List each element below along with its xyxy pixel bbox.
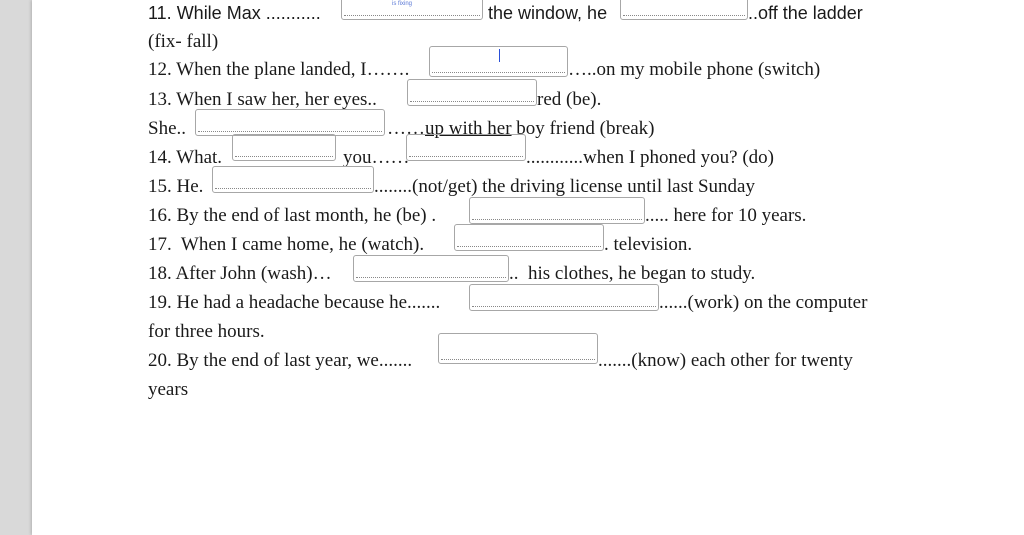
q13b-text-b: ……up with her boy friend (break): [387, 118, 655, 139]
q11-text-a: 11. While Max ...........: [148, 3, 321, 23]
q15-text-b: ........(not/get) the driving license un…: [374, 176, 755, 197]
q14-answer-box-2[interactable]: [406, 134, 526, 161]
q20-text-c: years: [148, 379, 189, 400]
q19-text-c: for three hours.: [148, 321, 265, 342]
question-16-line: 16. By the end of last month, he (be) .: [148, 205, 437, 226]
q20-text-b: .......(know) each other for twenty: [598, 350, 853, 371]
q14-text-b: you……: [343, 147, 410, 168]
question-19-line: 19. He had a headache because he.......: [148, 292, 441, 313]
question-18-line: 18. After John (wash)…: [148, 263, 332, 284]
q20-answer-box[interactable]: [438, 333, 598, 364]
q16-answer-box[interactable]: [469, 197, 645, 224]
q13b-answer-box[interactable]: [195, 109, 385, 136]
question-15-line: 15. He.: [148, 176, 204, 197]
worksheet-page: 11. While Max ........... is fixing the …: [32, 0, 1024, 535]
q11-answer-box-2[interactable]: [620, 0, 748, 20]
question-17-line: 17. When I came home, he (watch).: [148, 234, 425, 255]
q17-text-b: . television.: [604, 234, 693, 255]
question-20-line: 20. By the end of last year, we.......: [148, 350, 413, 371]
q16-text-b: ..... here for 10 years.: [645, 205, 807, 226]
question-13b-line: She..: [148, 118, 186, 139]
q11-text-b: the window, he: [488, 3, 608, 23]
q18-text-b: .. his clothes, he began to study.: [509, 263, 756, 284]
text-cursor-icon: [499, 49, 500, 62]
q19-answer-box[interactable]: [469, 284, 659, 311]
q14-answer-box-1[interactable]: [232, 134, 336, 161]
q14-text-c: ............when I phoned you? (do): [526, 147, 775, 168]
q11-text-d: (fix- fall): [148, 31, 219, 52]
q17-answer-box[interactable]: [454, 224, 604, 251]
question-13-line: 13. When I saw her, her eyes..: [148, 89, 377, 110]
q11-text-c: ..off the ladder: [748, 3, 863, 23]
question-12-line: 12. When the plane landed, I…….: [148, 59, 410, 80]
q18-answer-box[interactable]: [353, 255, 509, 282]
q13-text-b: red (be).: [537, 89, 602, 110]
q12-answer-box[interactable]: [429, 46, 568, 77]
q15-answer-box[interactable]: [212, 166, 374, 193]
q11-answer-box-1[interactable]: [341, 0, 483, 20]
q13-answer-box[interactable]: [407, 79, 537, 106]
q12-text-b: …..on my mobile phone (switch): [568, 59, 821, 80]
q11-box-1-handwriting: is fixing: [392, 1, 413, 7]
question-14-line: 14. What.: [148, 147, 223, 168]
q19-text-b: ......(work) on the computer: [659, 292, 868, 313]
question-11-line: 11. While Max ...........: [148, 2, 321, 24]
